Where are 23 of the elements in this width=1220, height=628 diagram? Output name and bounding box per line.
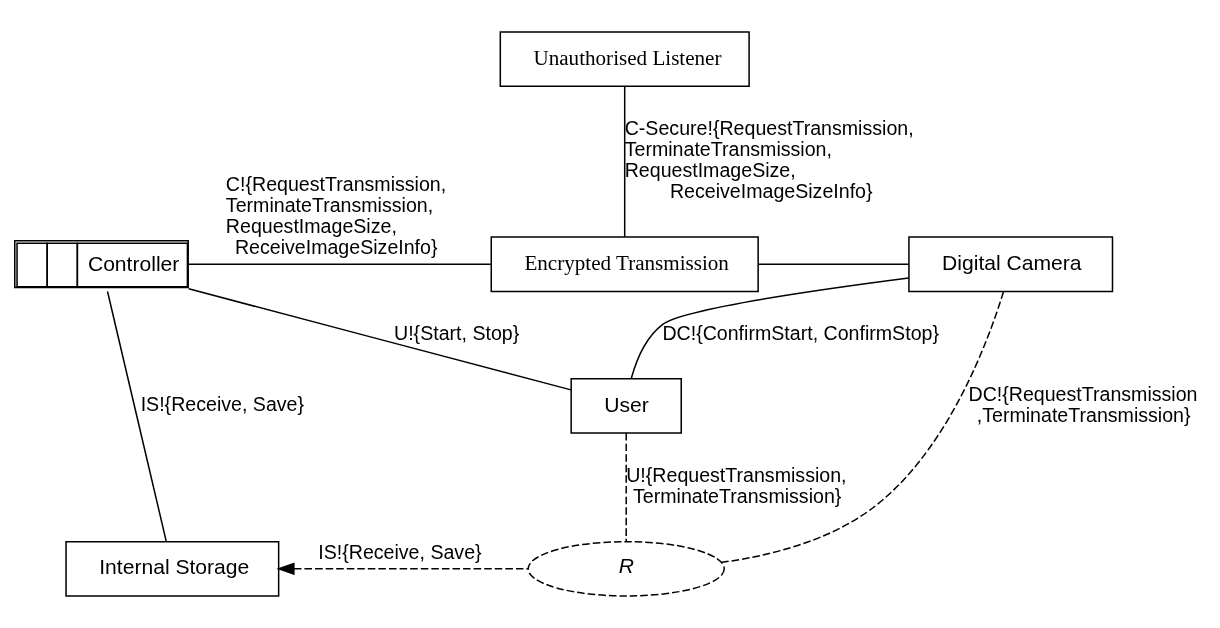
node-box: Internal Storage: [65, 540, 280, 597]
node-box: Encrypted Transmission: [490, 236, 759, 293]
node-box: Unauthorised Listener: [499, 31, 750, 88]
connector: [721, 290, 1005, 564]
edge-label: DC!{ConfirmStart, ConfirmStop}: [662, 322, 939, 345]
edge-label: IS!{Receive, Save}: [140, 393, 305, 416]
edge-label: IS!{Receive, Save}: [318, 540, 482, 563]
connector: [758, 263, 910, 265]
node-ellipse: R: [527, 540, 725, 597]
node-box: Digital Camera: [908, 236, 1114, 293]
connector: [625, 432, 627, 542]
connector: [187, 288, 572, 391]
edge-label: U!{Start, Stop}: [394, 322, 520, 345]
connector: [106, 290, 168, 543]
node-box: User: [570, 378, 682, 434]
connector: [187, 263, 492, 265]
edge-label: C-Secure!{RequestTransmission, TerminateTransmission, RequestImageSize, ReceiveImageSizeInfo}: [624, 117, 914, 203]
connector: [623, 85, 626, 238]
connector: [630, 277, 910, 380]
edge-label: U!{RequestTransmission, TerminateTransmission}: [626, 463, 847, 508]
edge-label: DC!{RequestTransmission ,TerminateTransmission}: [968, 382, 1198, 426]
edge-label: C!{RequestTransmission, TerminateTransmission, RequestImageSize, ReceiveImageSizeInfo}: [225, 172, 447, 259]
arrow: [276, 562, 529, 576]
